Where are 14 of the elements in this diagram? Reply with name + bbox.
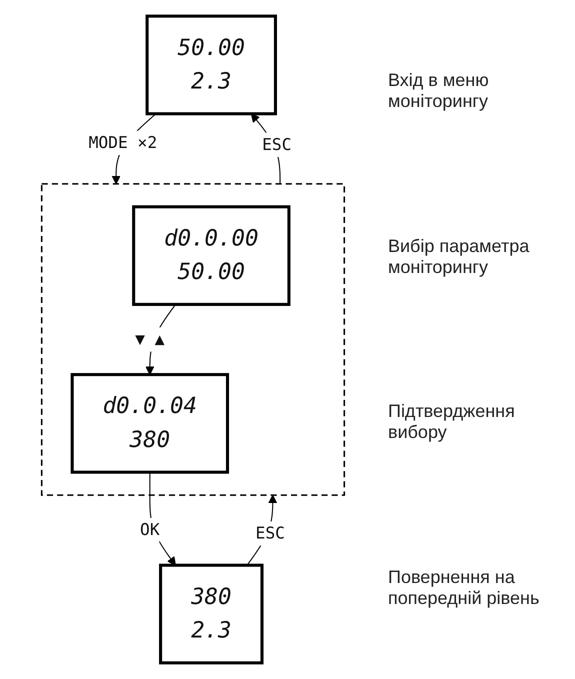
node-box: d0.0.04 380: [70, 373, 230, 474]
note-text: Повернення на попередній рівень: [388, 567, 540, 610]
edge-label: ESC: [256, 523, 285, 543]
node-box: d0.0.00 50.00: [132, 205, 290, 306]
edge-label: MODE ×2: [88, 132, 158, 152]
cluster: [40, 183, 346, 496]
edge-label: ESC: [262, 134, 292, 154]
node-box: 380 2.3: [159, 564, 264, 664]
note-text: Вибір параметра моніторингу: [388, 236, 530, 278]
edge-label: ▼ ▲: [135, 329, 165, 349]
edge-label: OK: [140, 520, 160, 540]
note-text: Вхід в меню моніторингу: [388, 70, 490, 112]
note-text: Підтвердження вибору: [388, 401, 516, 444]
node-box: 50.00 2.3: [146, 14, 277, 116]
